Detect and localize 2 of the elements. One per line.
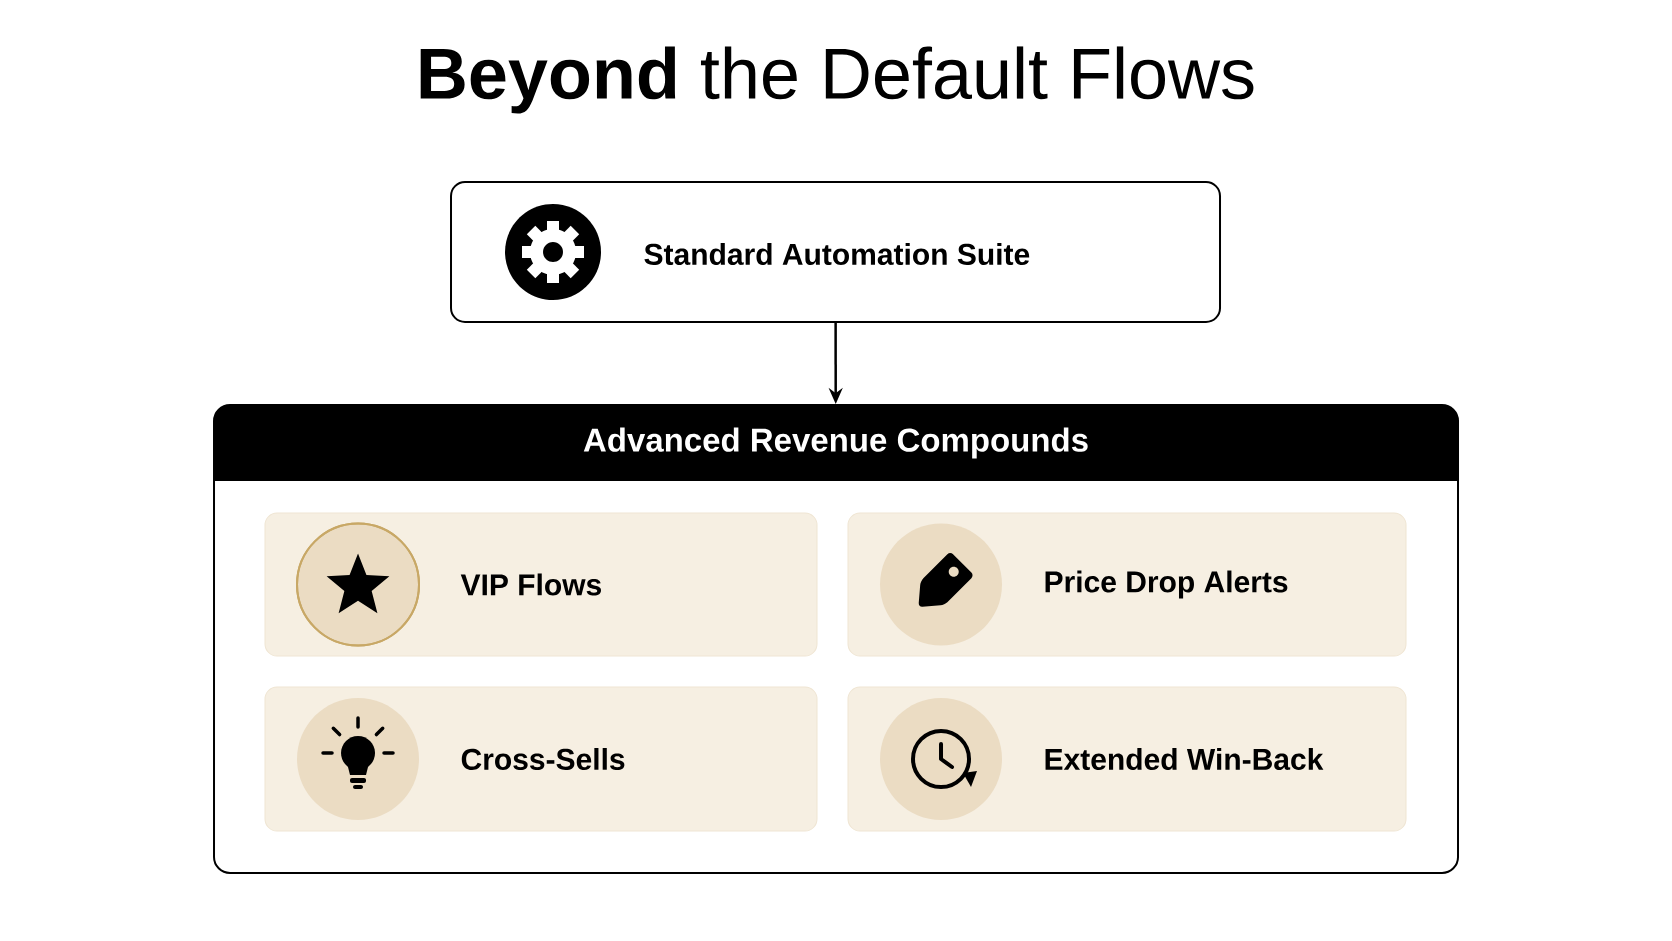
process-box: Standard Automation Suite bbox=[450, 181, 1221, 323]
title: Beyond the Default Flows bbox=[420, 46, 1254, 114]
